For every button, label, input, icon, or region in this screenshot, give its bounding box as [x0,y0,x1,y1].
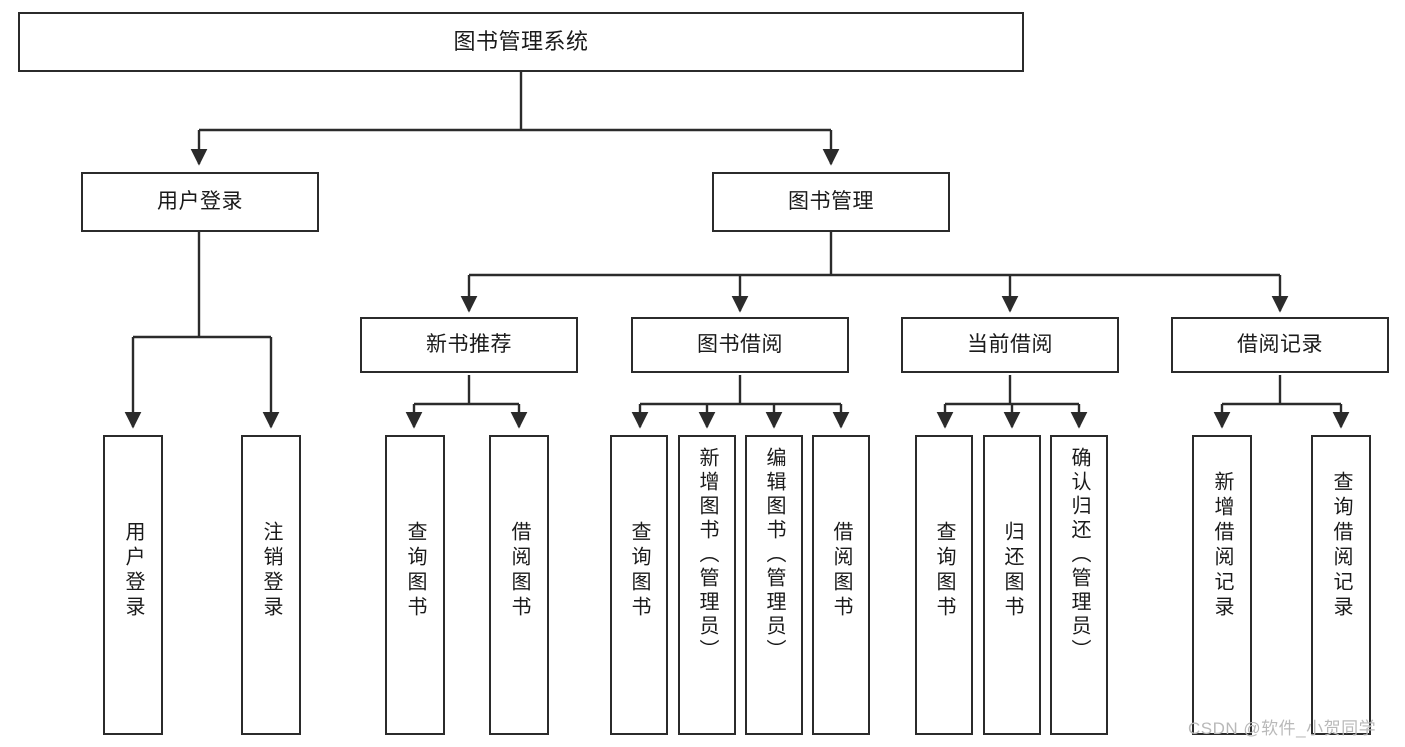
node-leaf-query-record-label: 查询借阅记录 [1330,471,1352,621]
node-leaf-logout-label: 注销登录 [260,521,282,621]
node-leaf-add-record[interactable]: 新增借阅记录 [1192,435,1252,735]
node-leaf-borrow-book-1[interactable]: 借阅图书 [489,435,549,735]
node-user-login-label: 用户登录 [157,189,243,213]
node-leaf-edit-book[interactable]: 编辑图书（管理员） [745,435,803,735]
node-leaf-confirm-return-label: 确认归还（管理员） [1068,447,1090,663]
node-book-borrow-label: 图书借阅 [697,332,783,356]
node-leaf-add-record-label: 新增借阅记录 [1211,471,1233,621]
node-root[interactable]: 图书管理系统 [18,12,1024,72]
node-leaf-query-book-2[interactable]: 查询图书 [610,435,668,735]
node-current-borrow[interactable]: 当前借阅 [901,317,1119,373]
node-borrow-record[interactable]: 借阅记录 [1171,317,1389,373]
node-leaf-return-book-label: 归还图书 [1001,521,1023,621]
node-leaf-query-record[interactable]: 查询借阅记录 [1311,435,1371,735]
node-book-mgmt-label: 图书管理 [788,189,874,213]
node-leaf-borrow-book-1-label: 借阅图书 [508,521,530,621]
node-current-borrow-label: 当前借阅 [967,332,1053,356]
node-leaf-add-book[interactable]: 新增图书（管理员） [678,435,736,735]
node-user-login[interactable]: 用户登录 [81,172,319,232]
node-leaf-edit-book-label: 编辑图书（管理员） [763,447,785,663]
node-leaf-user-login-label: 用户登录 [122,521,144,621]
node-leaf-borrow-book-2[interactable]: 借阅图书 [812,435,870,735]
node-book-mgmt[interactable]: 图书管理 [712,172,950,232]
node-leaf-query-book-2-label: 查询图书 [628,521,650,621]
node-leaf-query-book-1-label: 查询图书 [404,521,426,621]
node-leaf-query-book-3[interactable]: 查询图书 [915,435,973,735]
node-leaf-add-book-label: 新增图书（管理员） [696,447,718,663]
node-leaf-user-login[interactable]: 用户登录 [103,435,163,735]
node-leaf-query-book-1[interactable]: 查询图书 [385,435,445,735]
node-leaf-return-book[interactable]: 归还图书 [983,435,1041,735]
node-borrow-record-label: 借阅记录 [1237,332,1323,356]
node-leaf-query-book-3-label: 查询图书 [933,521,955,621]
node-leaf-borrow-book-2-label: 借阅图书 [830,521,852,621]
node-book-borrow[interactable]: 图书借阅 [631,317,849,373]
node-leaf-logout[interactable]: 注销登录 [241,435,301,735]
csdn-watermark: CSDN @软件_小贺同学 [1188,719,1377,738]
node-new-book-rec[interactable]: 新书推荐 [360,317,578,373]
node-new-book-rec-label: 新书推荐 [426,332,512,356]
node-root-label: 图书管理系统 [453,29,589,55]
node-leaf-confirm-return[interactable]: 确认归还（管理员） [1050,435,1108,735]
